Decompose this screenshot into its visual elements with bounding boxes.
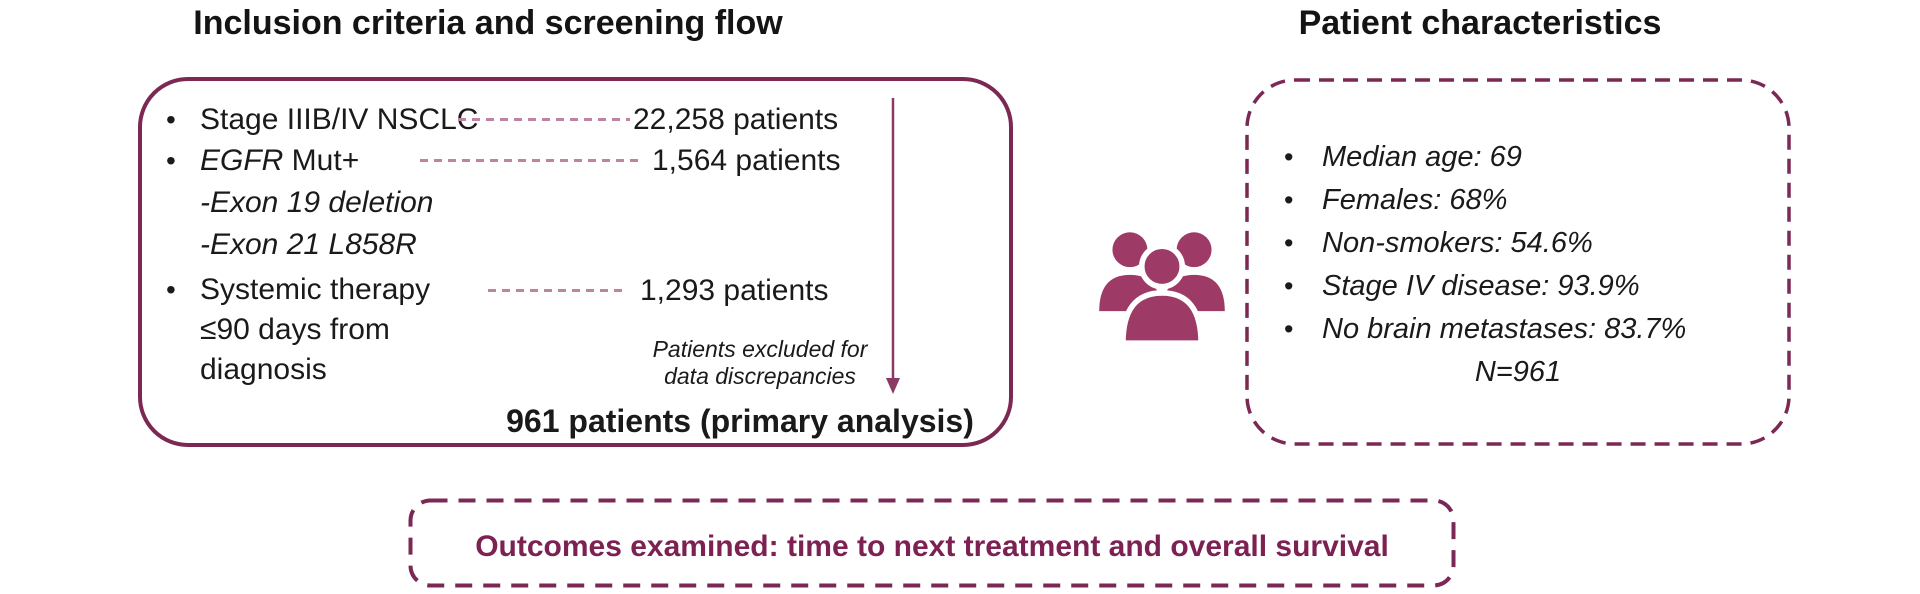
characteristic-no-brain-mets: No brain metastases: 83.7% [1322, 313, 1687, 345]
connector-dashes [458, 118, 630, 121]
criterion-egfr: EGFR Mut+ [200, 140, 359, 181]
characteristic-row: • Stage IV disease: 93.9% [1284, 265, 1640, 312]
characteristic-row: • Females: 68% [1284, 179, 1507, 226]
exclusion-note: Patients excluded for data discrepancies [620, 336, 900, 390]
characteristic-stage-iv: Stage IV disease: 93.9% [1322, 270, 1640, 302]
bullet-icon: • [166, 104, 176, 135]
criterion-stage: Stage IIIB/IV NSCLC [200, 103, 479, 136]
connector-dashes [488, 289, 622, 292]
bullet-icon: • [166, 274, 176, 305]
criterion-diagnosis: diagnosis [200, 353, 327, 386]
criterion-exon21: -Exon 21 L858R [200, 228, 417, 261]
criterion-systemic-therapy: Systemic therapy [200, 273, 431, 306]
connector-dashes [420, 159, 638, 162]
characteristic-non-smokers: Non-smokers: 54.6% [1322, 227, 1593, 259]
bullet-icon: • [1284, 142, 1294, 172]
count-egfr: 1,564 patients [652, 144, 841, 177]
criterion-exon19: -Exon 19 deletion [200, 186, 434, 219]
characteristic-females: Females: 68% [1322, 184, 1508, 216]
exclusion-note-line2: data discrepancies [664, 363, 856, 389]
outcomes-box [408, 498, 1456, 588]
screening-flow-box [138, 77, 1013, 447]
bullet-icon: • [1284, 271, 1294, 301]
count-systemic-therapy: 1,293 patients [640, 274, 829, 307]
bullet-icon: • [1284, 228, 1294, 258]
inclusion-criteria-title: Inclusion criteria and screening flow [193, 4, 783, 42]
screening-flow-arrow-icon [886, 98, 900, 394]
characteristic-median-age: Median age: 69 [1322, 141, 1522, 173]
bullet-icon: • [166, 145, 176, 176]
criterion-egfr-rest: Mut+ [283, 144, 360, 177]
exclusion-note-line1: Patients excluded for [652, 336, 868, 362]
patient-characteristics-box [1245, 78, 1791, 446]
primary-analysis-result: 961 patients (primary analysis) [506, 403, 974, 439]
characteristic-row: • Non-smokers: 54.6% [1284, 222, 1593, 269]
patient-characteristics-title: Patient characteristics [1298, 4, 1662, 42]
characteristic-row: • Median age: 69 [1284, 136, 1522, 183]
bullet-icon: • [1284, 314, 1294, 344]
criterion-90days: ≤90 days from [200, 313, 390, 346]
bullet-icon: • [1284, 185, 1294, 215]
criterion-egfr-gene: EGFR [200, 144, 284, 177]
characteristic-row: • No brain metastases: 83.7% [1284, 308, 1686, 355]
people-group-icon [1099, 232, 1225, 346]
characteristics-total-n: N=961 [1474, 356, 1562, 388]
outcomes-statement: Outcomes examined: time to next treatmen… [475, 530, 1389, 563]
count-stage: 22,258 patients [633, 103, 839, 136]
